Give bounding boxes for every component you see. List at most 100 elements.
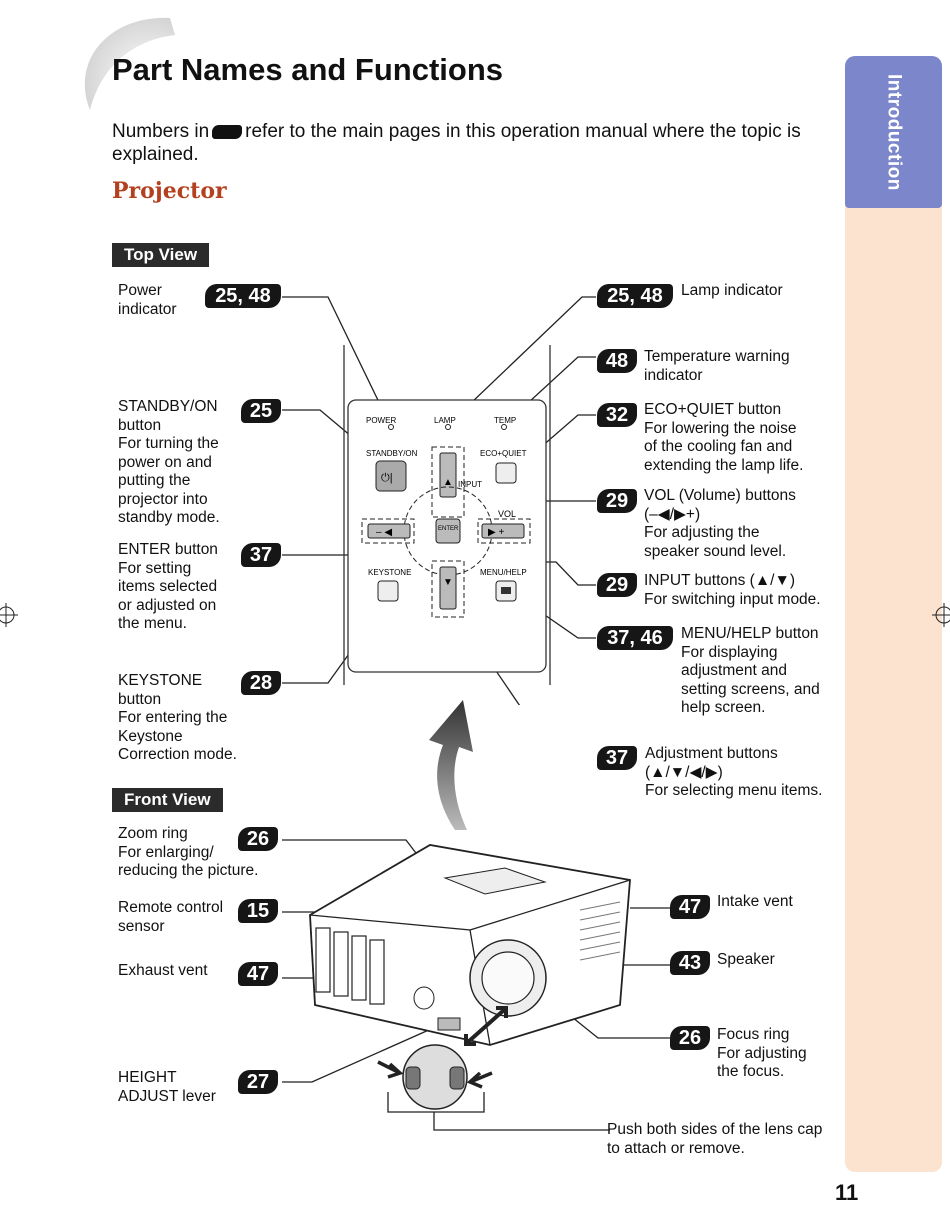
side-strip (845, 200, 942, 1172)
page-number: 11 (835, 1180, 859, 1205)
lamp-indicator-badge: 25, 48 (597, 284, 673, 308)
leader-power (282, 296, 391, 426)
panel-lamp-text: LAMP (434, 416, 456, 425)
front-view-projector-illustration (282, 839, 670, 1131)
enter-button[interactable] (435, 518, 461, 544)
keystone-button-badge: 28 (241, 671, 281, 695)
keystone-button[interactable] (377, 580, 399, 602)
panel-standby-text: STANDBY/ON (366, 449, 418, 458)
input-buttons-label: INPUT buttons (▲/▼)For switching input m… (644, 572, 821, 608)
power-indicator-badge: 25, 48 (205, 284, 281, 308)
panel-body (343, 345, 551, 685)
remote-sensor-badge: 15 (238, 899, 278, 923)
input-buttons-badge: 29 (597, 573, 637, 597)
right-arrow-icon: ▶ + (488, 527, 504, 538)
chapter-tab[interactable] (845, 56, 942, 208)
temp-warning-label: Temperature warning indicator (644, 348, 790, 384)
lens-cap-tab-left (405, 1066, 421, 1090)
push-arrow-right-icon (466, 1071, 493, 1089)
lamp-indicator-label: Lamp indicator (681, 282, 783, 299)
panel-vol-text: VOL (498, 509, 516, 519)
double-arrow-icon (464, 1006, 508, 1046)
power-symbol-icon: ⏻| (381, 472, 393, 484)
speaker-label: Speaker (717, 951, 775, 968)
exhaust-vent-label: Exhaust vent (118, 962, 208, 979)
adjustment-buttons-badge: 37 (597, 746, 637, 770)
power-indicator-label: Power indicator (118, 282, 177, 318)
enter-button-badge: 37 (241, 543, 281, 567)
panel-menu-text: MENU/HELP (480, 568, 527, 577)
panel-keystone-text: KEYSTONE (368, 568, 411, 577)
menu-help-badge: 37, 46 (597, 626, 673, 650)
registration-mark-icon (932, 603, 950, 627)
up-arrow-icon: ▲ (443, 477, 453, 488)
leader-lamp (447, 296, 596, 426)
speaker-badge: 43 (670, 951, 710, 975)
temp-warning-badge: 48 (597, 349, 637, 373)
panel-power-text: POWER (366, 416, 396, 425)
down-arrow-icon: ▼ (443, 577, 453, 588)
corner-swoosh-graphic (84, 17, 175, 111)
vol-minus-dash-box (361, 518, 415, 544)
input-down-button[interactable] (439, 566, 457, 610)
page-title: Part Names and Functions (112, 52, 504, 87)
panel-eco-text: ECO+QUIET (480, 449, 527, 458)
lens-cap-bracket (387, 1092, 485, 1113)
power-led-icon (388, 424, 394, 430)
vol-buttons-label: VOL (Volume) buttons (–◀/▶+)For adjustin… (644, 487, 796, 560)
menu-icon (501, 587, 511, 594)
lamp-led-icon (445, 424, 451, 430)
registration-mark-icon (0, 603, 18, 627)
zoom-ring-badge: 26 (238, 827, 278, 851)
intake-vent-badge: 47 (670, 895, 710, 919)
panel-enter-text: ENTER (438, 526, 459, 532)
push-arrow-left-icon (377, 1060, 404, 1079)
eco-quiet-button[interactable] (495, 462, 517, 484)
input-dash-box (431, 446, 465, 518)
section-heading: Projector (112, 178, 227, 204)
curved-arrow-icon (429, 700, 473, 830)
intake-vent-label: Intake vent (717, 893, 793, 910)
height-adjust-badge: 27 (238, 1070, 278, 1094)
lens-cap-icon (402, 1044, 468, 1110)
standby-on-button[interactable] (375, 460, 407, 492)
top-view-heading: Top View (112, 243, 210, 267)
height-adjust-lever[interactable] (437, 1017, 461, 1031)
lens-cap-note: Push both sides of the lens cap to attac… (607, 1121, 823, 1157)
left-arrow-icon: – ◀ (376, 527, 392, 538)
remote-sensor-label: Remote control sensor (118, 899, 224, 935)
vol-minus-button[interactable] (367, 523, 411, 539)
standby-on-badge: 25 (241, 399, 281, 423)
temp-led-icon (501, 424, 507, 430)
input-up-button[interactable] (439, 452, 457, 498)
top-view-panel-illustration: POWER LAMP TEMP STANDBY/ON ⏻| ECO+QUIET … (282, 296, 596, 705)
remote-sensor-icon (413, 986, 435, 1010)
intake-vent-grille (579, 901, 621, 961)
exhaust-vent-grille (315, 927, 385, 1005)
lens-icon (481, 951, 535, 1005)
exhaust-vent-badge: 47 (238, 962, 278, 986)
top-panel (443, 867, 547, 895)
vol-plus-dash-box (477, 518, 531, 544)
chapter-tab-label: Introduction (883, 73, 905, 191)
panel-temp-text: TEMP (494, 416, 516, 425)
height-adjust-label: HEIGHT ADJUST lever (118, 1069, 216, 1105)
eco-quiet-badge: 32 (597, 403, 637, 427)
vol-buttons-badge: 29 (597, 489, 637, 513)
vol-plus-button[interactable] (481, 523, 525, 539)
leader-lens-cap (433, 1112, 610, 1131)
page-ref-badge-icon (212, 124, 243, 139)
input-down-dash-box (431, 560, 465, 618)
lens-cap-tab-right (449, 1066, 465, 1090)
adjustment-buttons-label: Adjustment buttons (▲/▼/◀/▶)For selectin… (645, 745, 823, 799)
leader-height (282, 1024, 441, 1083)
focus-ring-badge: 26 (670, 1026, 710, 1050)
